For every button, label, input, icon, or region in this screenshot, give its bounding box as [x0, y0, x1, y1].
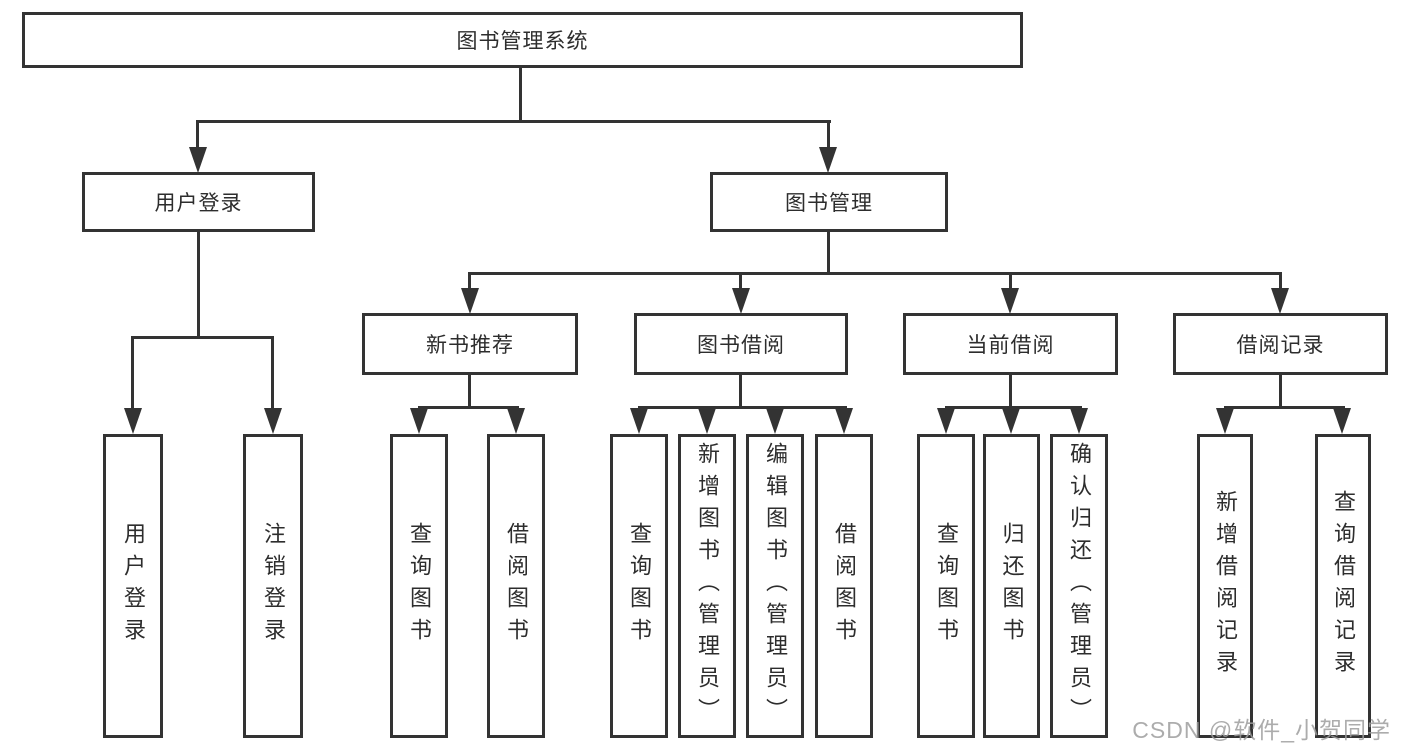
leaf-label: 确认归还（管理员） [1067, 442, 1092, 730]
arrowhead-down-icon [124, 408, 142, 434]
leaf-label: 查询图书 [627, 522, 652, 650]
leaf-logout: 注销登录 [243, 434, 303, 738]
node-current-borrowing: 当前借阅 [903, 313, 1118, 375]
connector-line [1009, 272, 1012, 291]
arrowhead-down-icon [937, 408, 955, 434]
connector-line [197, 230, 200, 339]
connector-line [519, 66, 522, 123]
leaf-edit-books-admin: 编辑图书（管理员） [746, 434, 804, 738]
arrowhead-down-icon [835, 408, 853, 434]
connector-line [468, 373, 471, 409]
node-book-borrowing: 图书借阅 [634, 313, 848, 375]
node-label: 借阅记录 [1236, 334, 1325, 357]
leaf-query-books-borrowing: 查询图书 [610, 434, 668, 738]
leaf-confirm-return-admin: 确认归还（管理员） [1050, 434, 1108, 738]
arrowhead-down-icon [766, 408, 784, 434]
node-book-management: 图书管理 [710, 172, 948, 232]
arrowhead-down-icon [461, 288, 479, 314]
leaf-return-books: 归还图书 [983, 434, 1040, 738]
connector-line [131, 336, 274, 339]
node-label: 新书推荐 [426, 334, 514, 357]
connector-line [1224, 406, 1345, 409]
node-user-login: 用户登录 [82, 172, 315, 232]
arrowhead-down-icon [189, 147, 207, 173]
connector-line [1009, 373, 1012, 409]
arrowhead-down-icon [264, 408, 282, 434]
leaf-label: 用户登录 [121, 522, 146, 650]
leaf-label: 归还图书 [999, 522, 1025, 650]
connector-line [271, 336, 274, 412]
node-label: 当前借阅 [966, 334, 1055, 357]
node-label: 用户登录 [154, 192, 243, 215]
connector-line [1279, 272, 1282, 291]
node-label: 图书管理系统 [456, 30, 589, 53]
leaf-borrow-books-recommend: 借阅图书 [487, 434, 545, 738]
leaf-query-books-current: 查询图书 [917, 434, 975, 738]
leaf-query-books-recommend: 查询图书 [390, 434, 448, 738]
leaf-label: 新增借阅记录 [1213, 490, 1238, 682]
node-borrowing-records: 借阅记录 [1173, 313, 1388, 375]
leaf-label: 新增图书（管理员） [695, 442, 720, 730]
connector-line [1279, 373, 1282, 409]
arrowhead-down-icon [1216, 408, 1234, 434]
connector-line [945, 406, 1082, 409]
leaf-label: 查询图书 [407, 522, 432, 650]
leaf-label: 查询图书 [934, 522, 959, 650]
leaf-query-borrow-record: 查询借阅记录 [1315, 434, 1371, 738]
leaf-borrow-books-borrowing: 借阅图书 [815, 434, 873, 738]
leaf-label: 借阅图书 [832, 522, 857, 650]
leaf-label: 借阅图书 [504, 522, 529, 650]
leaf-label: 查询借阅记录 [1331, 490, 1356, 682]
leaf-label: 注销登录 [261, 522, 286, 650]
connector-line [638, 406, 847, 409]
connector-line [469, 272, 1282, 275]
connector-line [418, 406, 519, 409]
connector-line [131, 336, 134, 412]
connector-line [827, 120, 830, 150]
arrowhead-down-icon [1070, 408, 1088, 434]
connector-line [739, 373, 742, 409]
node-label: 图书借阅 [697, 334, 785, 357]
connector-line [739, 272, 742, 291]
node-new-book-recommendation: 新书推荐 [362, 313, 578, 375]
arrowhead-down-icon [1271, 288, 1289, 314]
node-label: 图书管理 [785, 192, 873, 215]
leaf-add-books-admin: 新增图书（管理员） [678, 434, 736, 738]
connector-line [468, 272, 471, 291]
arrowhead-down-icon [1333, 408, 1351, 434]
connector-line [197, 120, 831, 123]
arrowhead-down-icon [819, 147, 837, 173]
connector-line [196, 120, 199, 150]
watermark: CSDN @软件_小贺同学 [1132, 717, 1391, 743]
node-library-management-system: 图书管理系统 [22, 12, 1023, 68]
leaf-add-borrow-record: 新增借阅记录 [1197, 434, 1253, 738]
arrowhead-down-icon [1001, 288, 1019, 314]
leaf-user-login: 用户登录 [103, 434, 163, 738]
arrowhead-down-icon [507, 408, 525, 434]
arrowhead-down-icon [410, 408, 428, 434]
arrowhead-down-icon [698, 408, 716, 434]
arrowhead-down-icon [630, 408, 648, 434]
arrowhead-down-icon [1002, 408, 1020, 434]
arrowhead-down-icon [732, 288, 750, 314]
connector-line [827, 230, 830, 275]
leaf-label: 编辑图书（管理员） [763, 442, 788, 730]
